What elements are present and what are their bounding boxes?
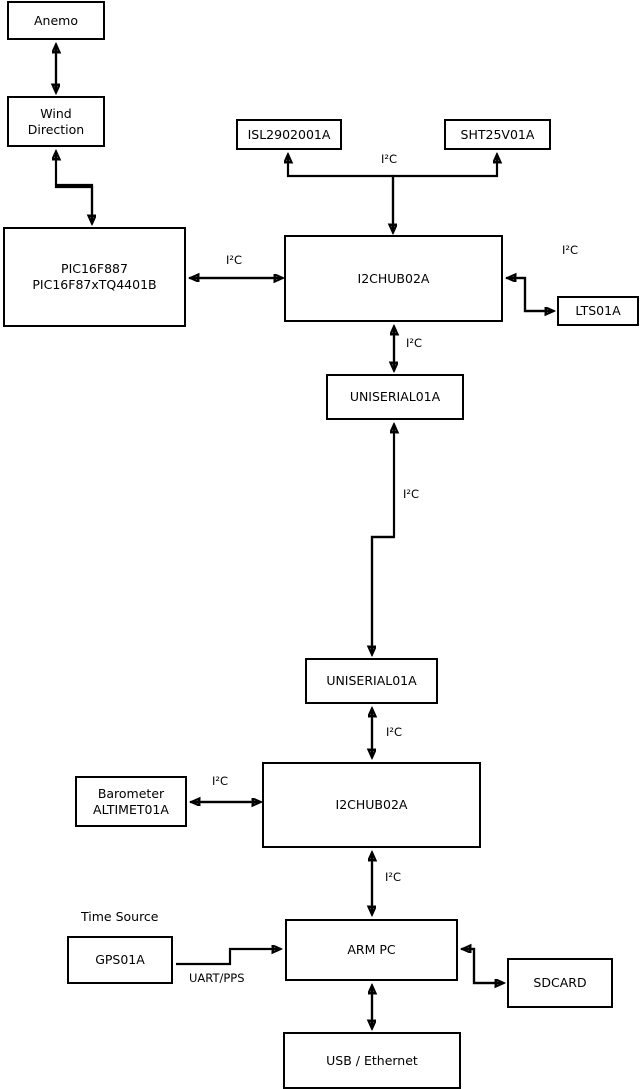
wire-bus-to-sht [393, 155, 497, 178]
wire-gps-to-armpc [176, 949, 280, 966]
wire-sdcard-to-armpc [463, 949, 503, 985]
node-lts01a[interactable]: LTS01A [557, 296, 639, 326]
edge-label-uniserial-link: I²C [403, 487, 420, 501]
wire-bus-to-isl [288, 155, 395, 232]
node-gps01a-label: GPS01A [95, 952, 145, 968]
node-wind-direction-label: Wind Direction [27, 105, 85, 137]
edge-label-pic-to-hub: I²C [226, 253, 243, 267]
edge-label-hub-to-uniserial: I²C [406, 336, 423, 350]
node-barometer-altimet01a[interactable]: Barometer ALTIMET01A [75, 776, 187, 827]
wire-armpc-to-sdcard [461, 947, 503, 983]
node-i2chub02a-top[interactable]: I2CHUB02A [284, 235, 503, 322]
node-gps01a[interactable]: GPS01A [67, 936, 173, 984]
wire-pic-to-wind-down [56, 183, 92, 223]
node-arm-pc[interactable]: ARM PC [285, 919, 458, 981]
node-wind-direction[interactable]: Wind Direction [7, 96, 105, 147]
node-arm-pc-label: ARM PC [347, 942, 396, 958]
node-i2chub02a-bottom-label: I2CHUB02A [335, 797, 408, 813]
node-uniserial01a-bottom[interactable]: UNISERIAL01A [305, 658, 438, 704]
label-time-source: Time Source [81, 909, 159, 924]
edge-label-hub-to-armpc: I²C [385, 870, 402, 884]
node-uniserial01a-top-label: UNISERIAL01A [349, 389, 441, 405]
node-anemo-label: Anemo [34, 12, 78, 28]
node-sht25v01a[interactable]: SHT25V01A [444, 119, 551, 150]
node-sdcard[interactable]: SDCARD [507, 958, 613, 1008]
node-sht25v01a-label: SHT25V01A [460, 126, 535, 142]
wire-lts-to-hub [508, 278, 553, 313]
edge-label-sensors-bus: I²C [381, 152, 398, 166]
edge-label-gps-to-armpc: UART/PPS [189, 971, 245, 985]
edge-label-barometer-to-hub: I²C [212, 774, 229, 788]
node-i2chub02a-bottom[interactable]: I2CHUB02A [262, 762, 481, 848]
node-pic-mcu[interactable]: PIC16F887 PIC16F87xTQ4401B [3, 227, 186, 327]
node-uniserial01a-bottom-label: UNISERIAL01A [326, 673, 417, 689]
node-lts01a-label: LTS01A [575, 303, 621, 319]
node-sdcard-label: SDCARD [533, 975, 587, 991]
edge-label-uniserial-to-hub-bottom: I²C [386, 725, 403, 739]
wire-hub-to-lts [506, 276, 553, 311]
wire-pic-to-wind [56, 152, 94, 223]
node-isl2902001a-label: ISL2902001A [247, 126, 331, 142]
node-isl2902001a[interactable]: ISL2902001A [236, 119, 342, 150]
node-usb-ethernet[interactable]: USB / Ethernet [283, 1032, 461, 1089]
node-usb-ethernet-label: USB / Ethernet [326, 1052, 418, 1068]
edge-label-hub-to-lts: I²C [562, 243, 579, 257]
node-uniserial01a-top[interactable]: UNISERIAL01A [326, 374, 464, 420]
wire-uniserial-link-down [372, 535, 394, 654]
wire-uniserial-link-up [370, 425, 394, 654]
node-barometer-altimet01a-label: Barometer ALTIMET01A [93, 785, 169, 817]
node-i2chub02a-top-label: I2CHUB02A [357, 270, 430, 286]
node-pic-mcu-label: PIC16F887 PIC16F87xTQ4401B [32, 261, 157, 292]
node-anemo[interactable]: Anemo [7, 1, 105, 40]
